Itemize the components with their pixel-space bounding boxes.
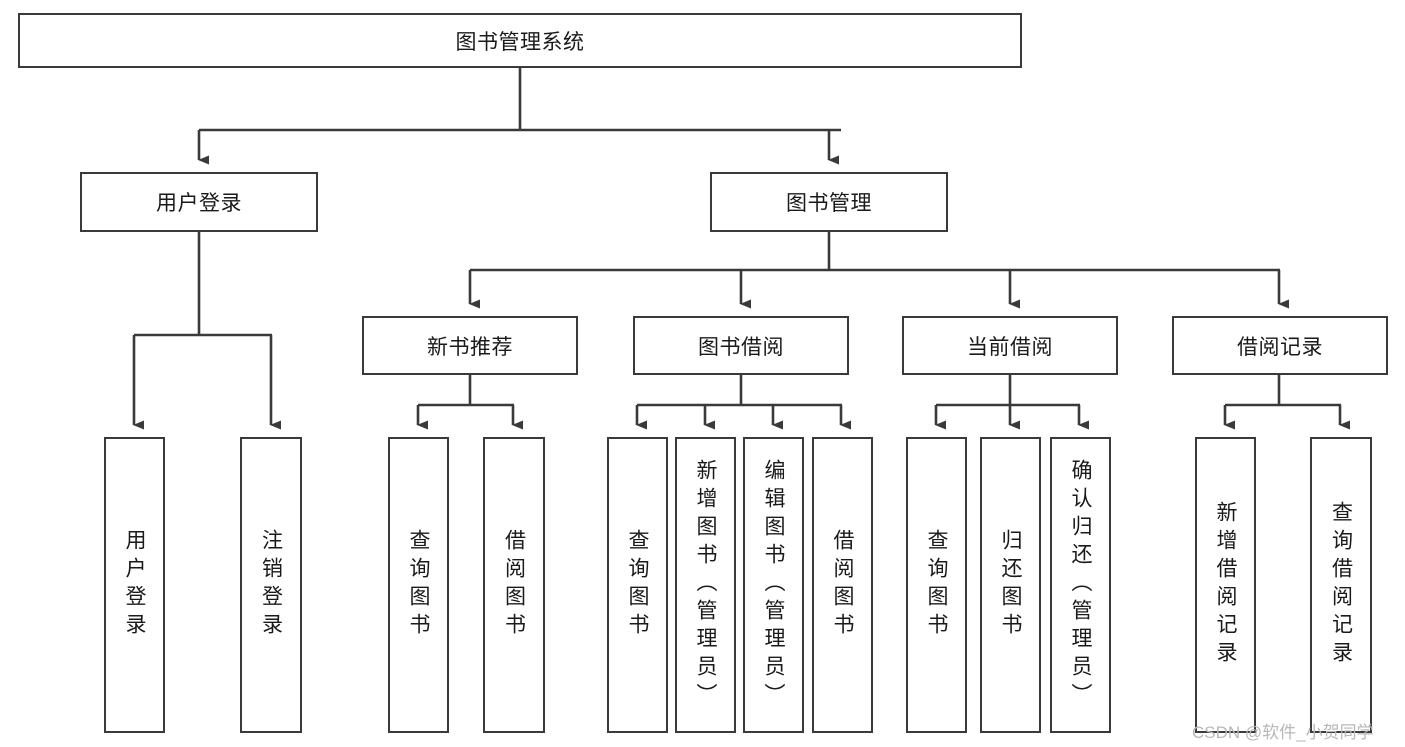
node-leaf-return-book[interactable]: 归还图书 — [980, 437, 1041, 733]
node-label: 当前借阅 — [967, 335, 1053, 359]
node-book-management[interactable]: 图书管理 — [710, 172, 948, 232]
node-label: 新增图书（管理员） — [694, 459, 717, 711]
node-label: 用户登录 — [123, 529, 146, 641]
node-leaf-logout-login[interactable]: 注销登录 — [240, 437, 302, 733]
edges-borrowrecord-to-leaves — [1223, 375, 1350, 430]
node-leaf-user-login[interactable]: 用户登录 — [104, 437, 165, 733]
edges-newbook-to-leaves — [416, 375, 523, 430]
node-label: 查询图书 — [626, 529, 649, 641]
node-label: 用户登录 — [156, 192, 242, 215]
edges-bookmgmt-to-level3 — [468, 232, 1289, 309]
node-leaf-borrow-book-1[interactable]: 借阅图书 — [483, 437, 545, 733]
csdn-watermark: CSDN @软件_小贺同学 — [1192, 723, 1374, 742]
edges-userlogin-to-leaves — [132, 232, 281, 430]
node-leaf-confirm-return-admin[interactable]: 确认归还（管理员） — [1050, 437, 1111, 733]
node-current-borrow[interactable]: 当前借阅 — [902, 316, 1118, 375]
node-label: 图书管理系统 — [455, 30, 585, 54]
node-label: 借阅图书 — [831, 529, 854, 641]
node-label: 借阅记录 — [1237, 335, 1323, 359]
node-new-book-recommend[interactable]: 新书推荐 — [362, 316, 578, 375]
node-label: 图书借阅 — [698, 335, 784, 359]
node-leaf-query-book-3[interactable]: 查询图书 — [906, 437, 967, 733]
node-label: 查询借阅记录 — [1329, 501, 1353, 669]
node-borrow-record[interactable]: 借阅记录 — [1172, 316, 1388, 375]
node-user-login[interactable]: 用户登录 — [80, 172, 318, 232]
node-leaf-query-book-1[interactable]: 查询图书 — [388, 437, 449, 733]
node-book-management-system[interactable]: 图书管理系统 — [18, 13, 1022, 68]
edges-bookborrow-to-leaves — [635, 375, 851, 430]
node-label: 新增借阅记录 — [1214, 501, 1237, 669]
node-leaf-borrow-book-2[interactable]: 借阅图书 — [812, 437, 873, 733]
node-label: 确认归还（管理员） — [1069, 459, 1092, 711]
node-leaf-add-book-admin[interactable]: 新增图书（管理员） — [675, 437, 736, 733]
node-label: 归还图书 — [999, 529, 1022, 641]
node-book-borrow[interactable]: 图书借阅 — [633, 316, 849, 375]
node-label: 借阅图书 — [502, 529, 526, 641]
node-label: 注销登录 — [259, 529, 283, 641]
edges-currentborrow-to-leaves — [934, 375, 1089, 430]
node-label: 查询图书 — [407, 529, 430, 641]
node-label: 图书管理 — [786, 192, 872, 215]
node-label: 查询图书 — [925, 529, 948, 641]
node-label: 编辑图书（管理员） — [762, 459, 785, 711]
edges-root-to-level2 — [197, 68, 841, 165]
node-label: 新书推荐 — [427, 335, 513, 359]
node-leaf-add-borrow-record[interactable]: 新增借阅记录 — [1195, 437, 1256, 733]
node-leaf-edit-book-admin[interactable]: 编辑图书（管理员） — [743, 437, 804, 733]
node-leaf-query-borrow-record[interactable]: 查询借阅记录 — [1310, 437, 1372, 733]
node-leaf-query-book-2[interactable]: 查询图书 — [607, 437, 668, 733]
